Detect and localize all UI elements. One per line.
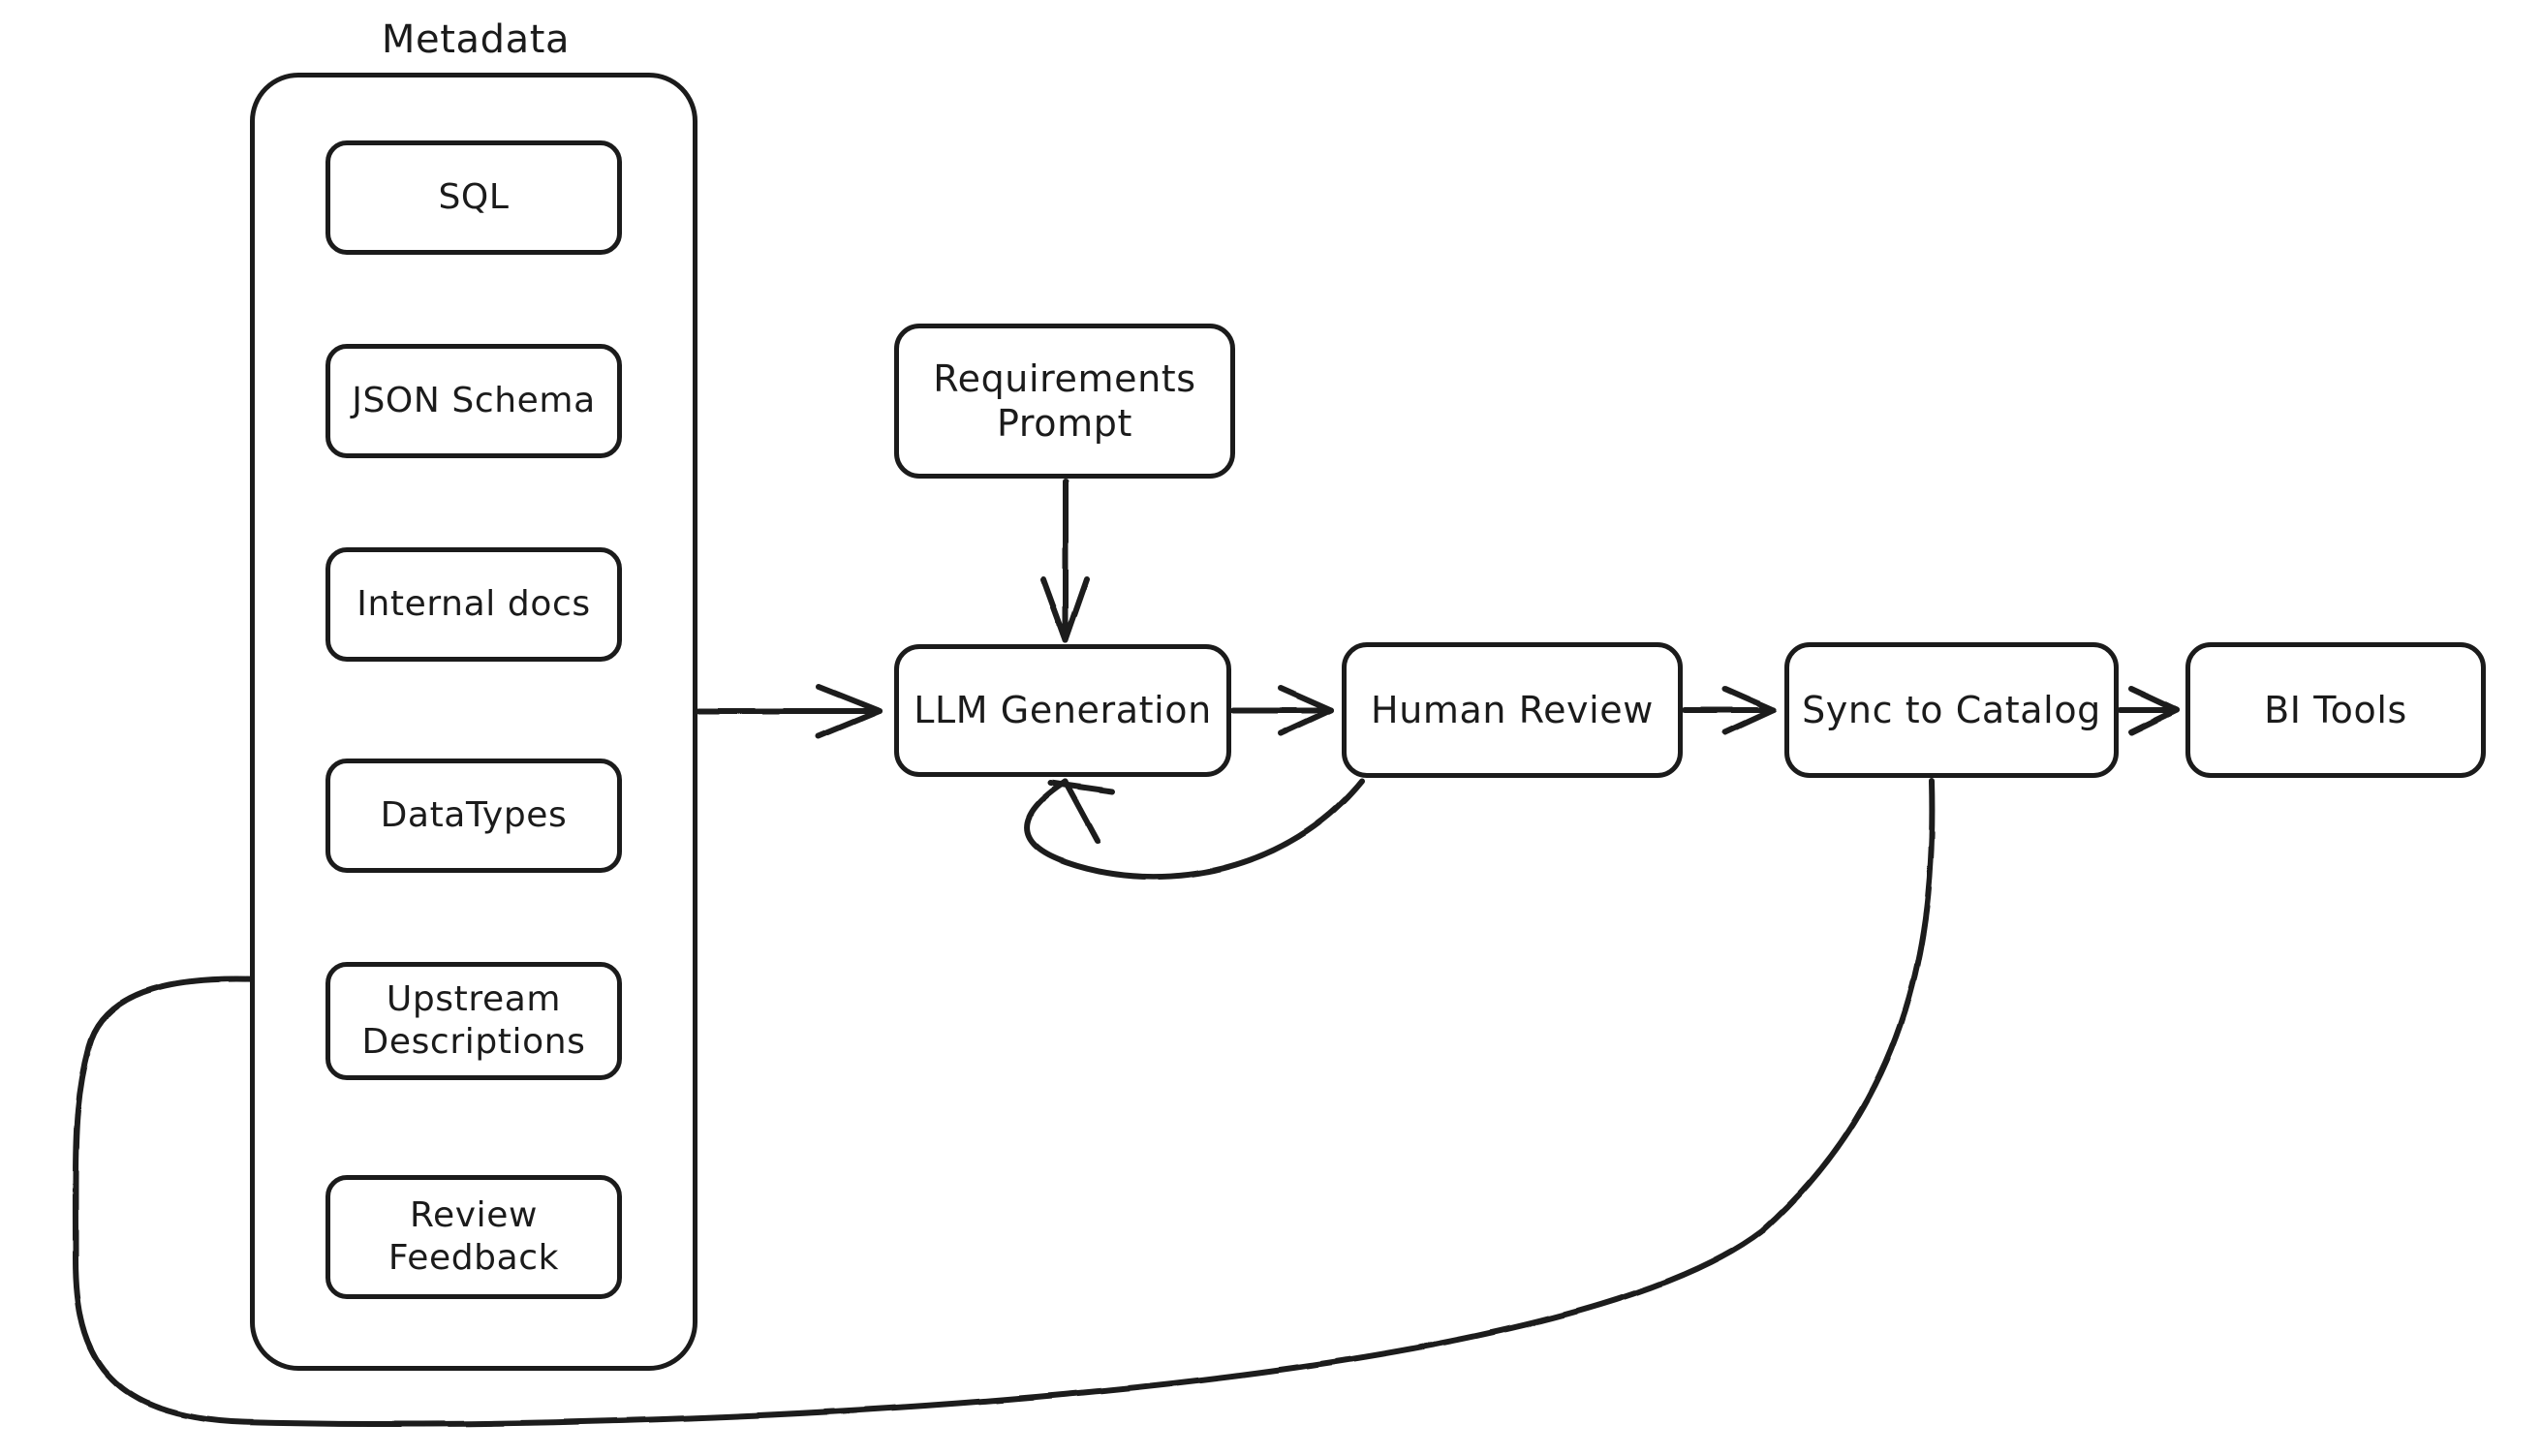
metadata-group-title: Metadata [381,17,571,62]
edge-sync-to-bi [2118,686,2180,735]
metadata-item-label: Review Feedback [387,1195,560,1278]
edge-metadata-to-llm [696,684,883,739]
node-label: Requirements Prompt [933,356,1196,445]
metadata-item-upstream-descriptions[interactable]: Upstream Descriptions [325,962,622,1080]
node-human-review[interactable]: Human Review [1342,642,1683,778]
metadata-item-label: Internal docs [356,584,591,625]
metadata-item-label: JSON Schema [352,381,596,421]
node-label: Human Review [1371,688,1654,731]
edge-requirements-to-llm [1040,479,1090,643]
metadata-item-datatypes[interactable]: DataTypes [325,759,622,873]
metadata-item-label: SQL [438,177,510,218]
edge-review-to-sync [1682,686,1777,735]
metadata-item-internal-docs[interactable]: Internal docs [325,547,622,662]
metadata-item-label: DataTypes [380,795,568,836]
node-label: BI Tools [2264,688,2407,731]
node-label: LLM Generation [914,689,1212,732]
metadata-item-label: Upstream Descriptions [361,979,586,1062]
node-bi-tools[interactable]: BI Tools [2185,642,2486,778]
node-llm-generation[interactable]: LLM Generation [894,644,1231,777]
edge-llm-to-review [1230,685,1334,736]
metadata-item-json-schema[interactable]: JSON Schema [325,344,622,458]
node-sync-to-catalog[interactable]: Sync to Catalog [1784,642,2119,778]
metadata-item-review-feedback[interactable]: Review Feedback [325,1175,622,1299]
edge-review-back-to-llm [1024,778,1365,881]
node-label: Sync to Catalog [1802,688,2101,731]
node-requirements-prompt[interactable]: Requirements Prompt [894,324,1235,479]
metadata-item-sql[interactable]: SQL [325,140,622,255]
